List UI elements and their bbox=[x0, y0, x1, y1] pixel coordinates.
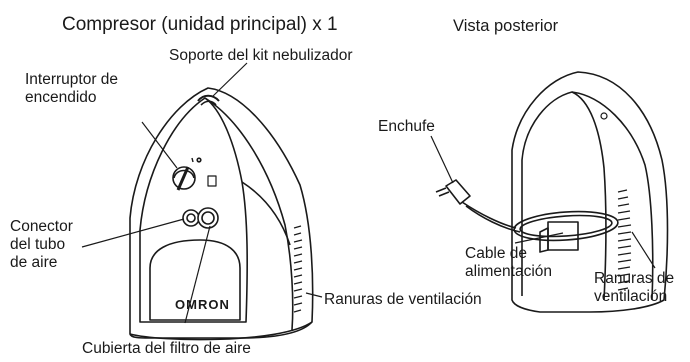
label-air-tube-connector-line2: del tubo bbox=[10, 236, 66, 253]
label-air-filter-cover: Cubierta del filtro de aire bbox=[82, 340, 251, 357]
label-power-switch: Interruptor de encendido bbox=[25, 71, 118, 107]
label-nebulizer-holder: Soporte del kit nebulizador bbox=[169, 47, 353, 64]
label-power-cable-line2: alimentación bbox=[465, 263, 553, 280]
label-vent-slots-front: Ranuras de ventilación bbox=[324, 291, 482, 308]
label-power-cable: Cable de alimentación bbox=[465, 245, 552, 281]
title-main-unit: Compresor (unidad principal) x 1 bbox=[62, 14, 338, 35]
label-vent-slots-rear-line1: Ranuras de bbox=[594, 270, 675, 287]
label-air-tube-connector-line1: Conector bbox=[10, 218, 73, 235]
rear-compressor bbox=[435, 71, 669, 313]
label-power-switch-line2: encendido bbox=[25, 89, 97, 106]
label-vent-slots-rear-line2: ventilación bbox=[594, 288, 668, 305]
label-power-cable-line1: Cable de bbox=[465, 245, 528, 262]
label-air-tube-connector: Conector del tubo de aire bbox=[10, 218, 73, 272]
label-vent-slots-rear: Ranuras de ventilación bbox=[594, 270, 674, 306]
label-air-tube-connector-line3: de aire bbox=[10, 254, 58, 271]
title-rear-view: Vista posterior bbox=[453, 17, 559, 35]
label-power-switch-line1: Interruptor de bbox=[25, 71, 119, 88]
omron-logo: OMRON bbox=[175, 297, 230, 312]
leader-lines bbox=[81, 62, 656, 324]
label-plug: Enchufe bbox=[378, 118, 435, 135]
